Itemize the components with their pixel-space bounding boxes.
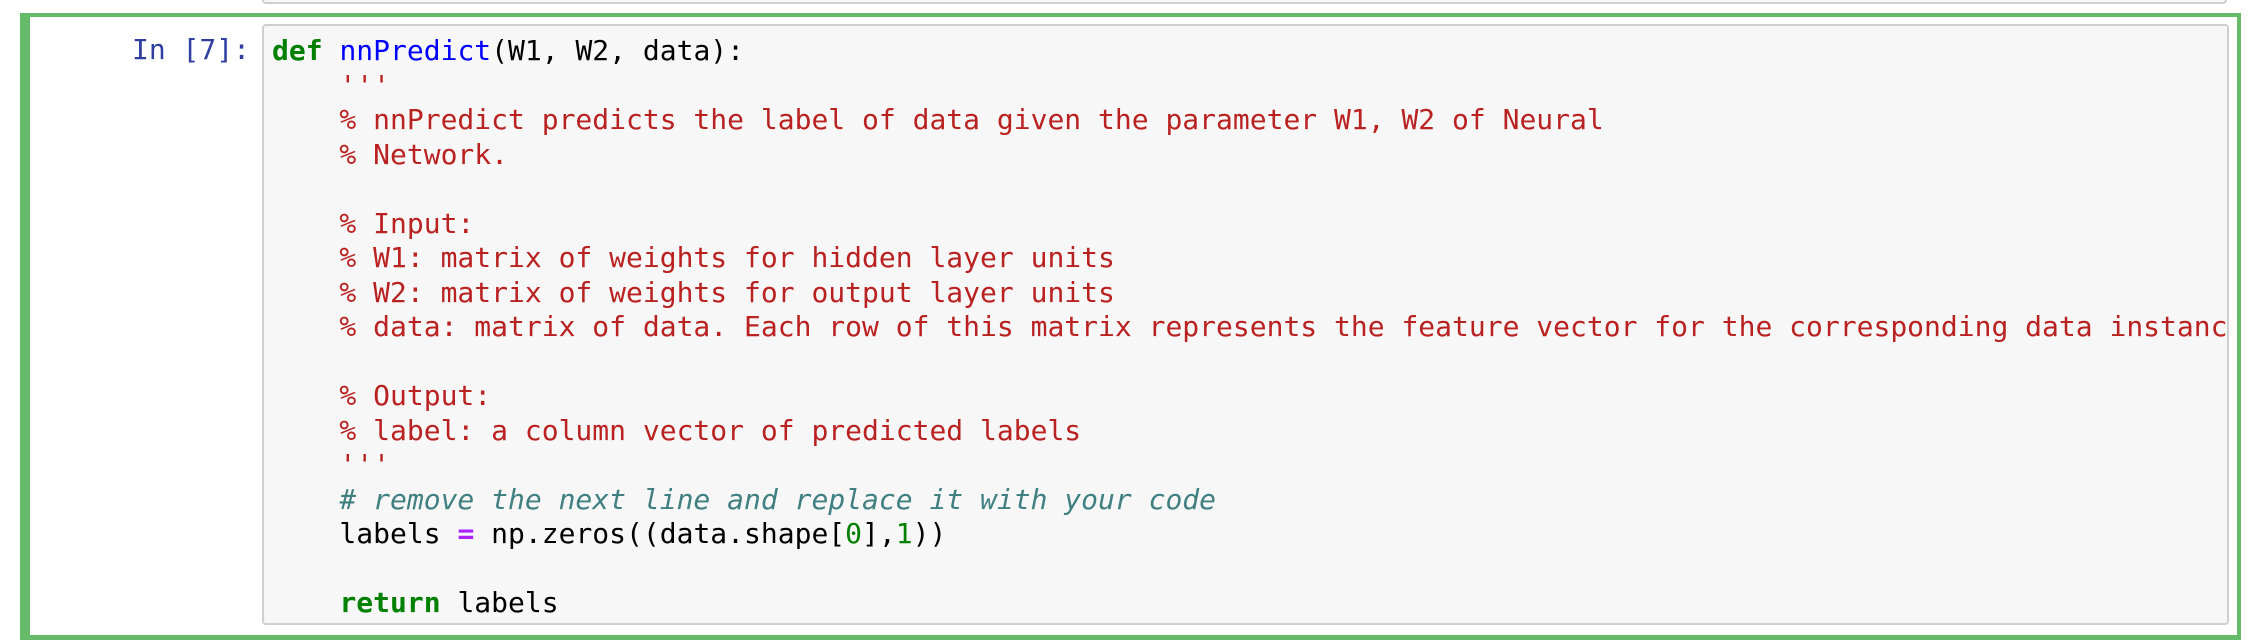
code-line[interactable]: % W1: matrix of weights for hidden layer… bbox=[272, 241, 2227, 276]
code-line[interactable]: def nnPredict(W1, W2, data): bbox=[272, 34, 2227, 69]
code-token: ], bbox=[862, 517, 896, 550]
code-line[interactable]: % Network. bbox=[272, 138, 2227, 173]
code-line[interactable]: % Input: bbox=[272, 207, 2227, 242]
code-line[interactable]: return labels bbox=[272, 586, 2227, 621]
code-token: np.zeros((data.shape[ bbox=[474, 517, 846, 550]
code-line[interactable]: % data: matrix of data. Each row of this… bbox=[272, 310, 2227, 345]
code-token: % Input: bbox=[272, 206, 475, 240]
code-token: % Output: bbox=[272, 379, 492, 412]
code-line[interactable]: % W2: matrix of weights for output layer… bbox=[272, 276, 2227, 311]
code-token: )) bbox=[912, 517, 947, 550]
code-line[interactable]: % label: a column vector of predicted la… bbox=[272, 414, 2227, 449]
code-line[interactable]: ''' bbox=[272, 69, 2227, 104]
input-prompt-area: In [7]: bbox=[30, 17, 262, 67]
code-token: = bbox=[457, 517, 475, 550]
code-line[interactable]: % nnPredict predicts the label of data g… bbox=[272, 103, 2227, 138]
code-token: labels bbox=[440, 586, 559, 619]
code-token: % W2: matrix of weights for output layer… bbox=[272, 275, 1115, 309]
code-line[interactable]: labels = np.zeros((data.shape[0],1)) bbox=[272, 517, 2227, 552]
code-line[interactable] bbox=[272, 172, 2227, 207]
input-prompt: In [7]: bbox=[131, 33, 250, 66]
code-token: % W1: matrix of weights for hidden layer… bbox=[272, 241, 1115, 274]
code-line[interactable] bbox=[272, 345, 2227, 380]
code-token: % Network. bbox=[272, 137, 509, 171]
code-token: return bbox=[339, 586, 441, 619]
code-token: ''' bbox=[272, 448, 391, 481]
previous-cell-input-edge[interactable] bbox=[262, 0, 2227, 4]
code-token: % label: a column vector of predicted la… bbox=[272, 413, 1082, 447]
code-token bbox=[272, 586, 339, 619]
code-token: ''' bbox=[272, 68, 391, 102]
code-token: def bbox=[272, 34, 323, 67]
code-token: % nnPredict predicts the label of data g… bbox=[272, 103, 1604, 136]
code-token: # remove the next line and replace it wi… bbox=[272, 482, 1217, 516]
code-token: % data: matrix of data. Each row of this… bbox=[272, 310, 2229, 343]
code-token: labels bbox=[272, 517, 458, 550]
selected-code-cell[interactable]: In [7]: def nnPredict(W1, W2, data): '''… bbox=[20, 13, 2241, 640]
code-line[interactable]: % Output: bbox=[272, 379, 2227, 414]
code-token bbox=[323, 34, 340, 67]
code-token: 1 bbox=[895, 517, 913, 550]
code-lines: def nnPredict(W1, W2, data): ''' % nnPre… bbox=[272, 34, 2227, 621]
code-line[interactable] bbox=[272, 552, 2227, 587]
code-token: nnPredict bbox=[339, 34, 492, 67]
code-line[interactable]: # remove the next line and replace it wi… bbox=[272, 483, 2227, 518]
code-token: (W1, W2, data): bbox=[491, 34, 745, 67]
code-token: 0 bbox=[845, 517, 863, 550]
code-editor[interactable]: def nnPredict(W1, W2, data): ''' % nnPre… bbox=[262, 24, 2229, 625]
code-line[interactable]: ''' bbox=[272, 448, 2227, 483]
